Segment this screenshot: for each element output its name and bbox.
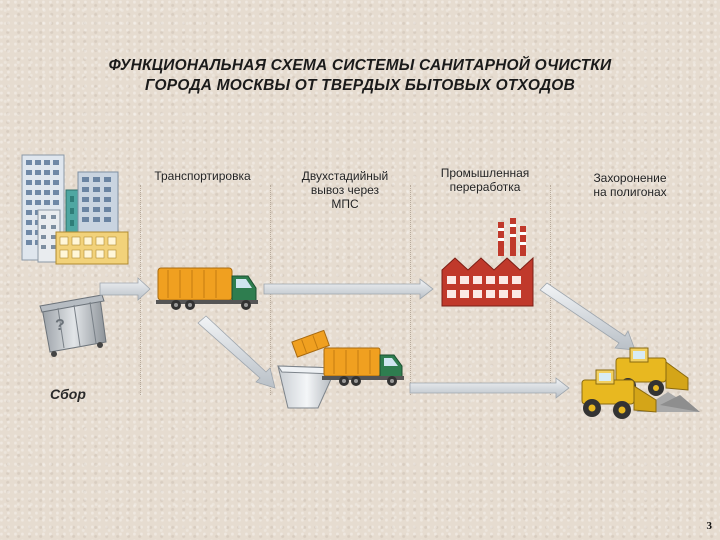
garbage-truck-icon bbox=[156, 267, 258, 310]
arrow-bin-to-truck bbox=[99, 277, 151, 301]
stage-landfill-label: Захоронение на полигонах bbox=[570, 171, 690, 199]
landfill-bulldozers-icon bbox=[581, 347, 700, 419]
stage-collection-label: Сбор bbox=[50, 386, 86, 402]
factory-icon bbox=[441, 218, 534, 307]
waste-container-icon: ? bbox=[39, 294, 107, 357]
stage-two-stage-line: Двухстадийный bbox=[301, 169, 389, 183]
svg-text:?: ? bbox=[55, 317, 65, 334]
stage-two-stage-line: вывоз через bbox=[310, 183, 380, 197]
arrow-truck-to-factory bbox=[263, 278, 434, 300]
stage-landfill-line: на полигонах bbox=[593, 185, 667, 199]
stage-transport-label: Транспортировка bbox=[154, 169, 251, 183]
transfer-station-icon bbox=[277, 329, 404, 409]
title-line-1: ФУНКЦИОНАЛЬНАЯ СХЕМА СИСТЕМЫ САНИТАРНОЙ … bbox=[108, 57, 612, 74]
diagram-title: ФУНКЦИОНАЛЬНАЯ СХЕМА СИСТЕМЫ САНИТАРНОЙ … bbox=[0, 56, 720, 96]
stage-processing-label: Промышленная переработка bbox=[425, 166, 545, 194]
stage-processing-line: переработка bbox=[449, 180, 521, 194]
title-line-2: ГОРОДА МОСКВЫ ОТ ТВЕРДЫХ БЫТОВЫХ ОТХОДОВ bbox=[145, 77, 575, 94]
arrow-truck-to-transfer-station bbox=[197, 315, 276, 389]
city-buildings-icon bbox=[21, 154, 129, 265]
stage-two-stage-label: Двухстадийный вывоз через МПС bbox=[285, 169, 405, 211]
page-number: 3 bbox=[706, 520, 713, 532]
arrow-transfer-to-landfill bbox=[409, 377, 570, 399]
stage-two-stage-line: МПС bbox=[331, 197, 359, 211]
stage-processing-line: Промышленная bbox=[440, 166, 530, 180]
stage-landfill-line: Захоронение bbox=[593, 171, 667, 185]
arrow-factory-to-landfill bbox=[539, 282, 636, 351]
